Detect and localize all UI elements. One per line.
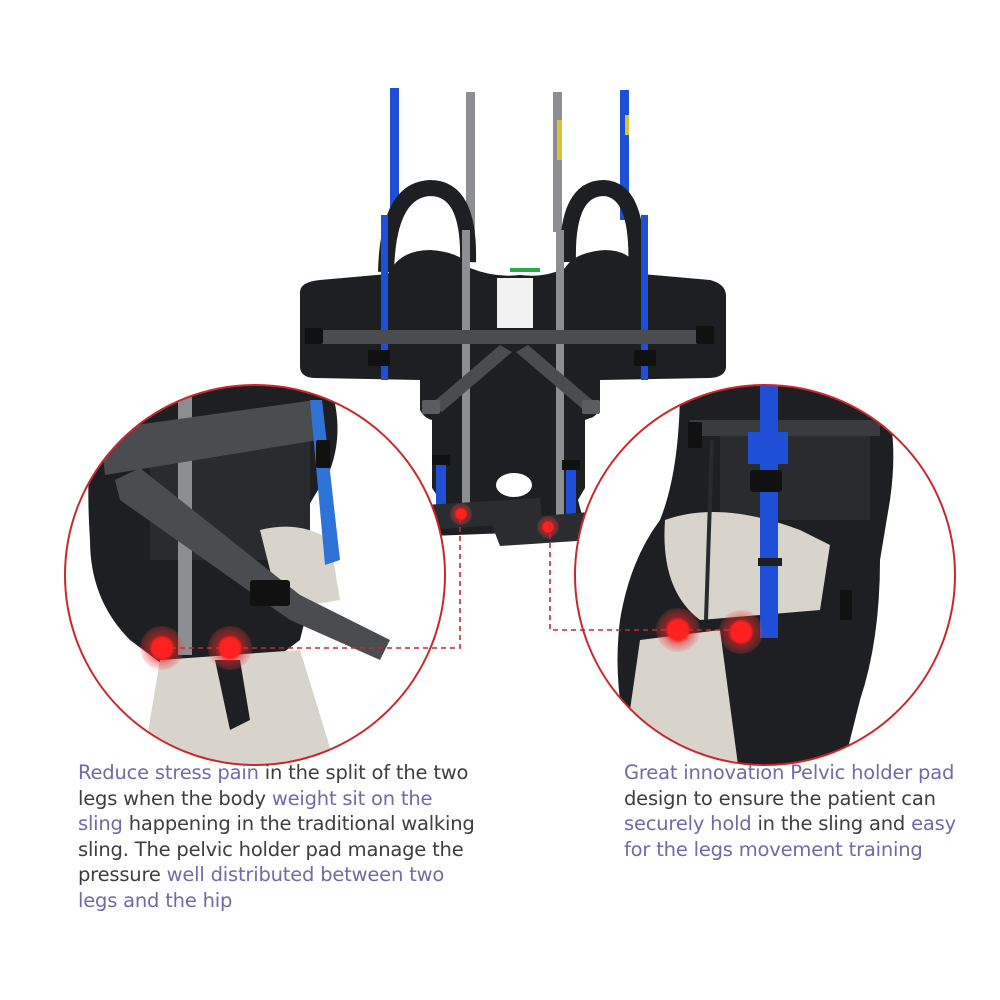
- right-inset-side-view: [549, 384, 956, 766]
- caption-left-seg-4: well distributed between two legs and th…: [78, 863, 445, 912]
- pressure-point-icon: [656, 608, 700, 652]
- leg-opening: [496, 473, 532, 497]
- gray-loop-strap-left: [466, 92, 475, 232]
- inset-circle-left: [64, 384, 446, 766]
- pressure-point-icon: [140, 626, 184, 670]
- caption-right-seg-4: easy for the legs movement training: [624, 812, 956, 861]
- left-inset-rear-view: [64, 384, 461, 766]
- vest-body: [300, 250, 726, 536]
- caption-left-seg-1: in the split of the two legs when the bo…: [78, 761, 469, 810]
- caption-right-seg-0: Great innovation Pelvic holder pad: [624, 761, 955, 784]
- caption-right-seg-2: securely hold: [624, 812, 752, 836]
- blue-loop-strap-right: [620, 90, 629, 220]
- caption-right-seg-3: in the sling and: [751, 812, 912, 836]
- caption-left-seg-2: weight sit on the sling: [78, 786, 433, 836]
- pressure-point-icon: [450, 503, 472, 525]
- gray-loop-strap-right: [553, 92, 562, 232]
- sling-main-view: [300, 88, 726, 546]
- caption-left-seg-0: Reduce stress pain: [78, 761, 259, 784]
- waist-belt: [318, 330, 708, 344]
- caption-left: Reduce stress pain in the split of the t…: [78, 760, 478, 914]
- caption-right-seg-1: design to ensure the patient can: [624, 786, 936, 810]
- caption-right: Great innovation Pelvic holder pad desig…: [624, 760, 969, 862]
- inset-circle-right: [574, 384, 956, 766]
- care-label: [497, 278, 533, 328]
- pressure-point-icon: [208, 626, 252, 670]
- connector-line-left: [162, 518, 461, 649]
- pressure-point-icon: [719, 610, 763, 654]
- blue-loop-strap-left: [390, 88, 399, 218]
- caption-left-seg-3: happening in the traditional walking sli…: [78, 812, 475, 887]
- pressure-point-icon: [537, 516, 559, 538]
